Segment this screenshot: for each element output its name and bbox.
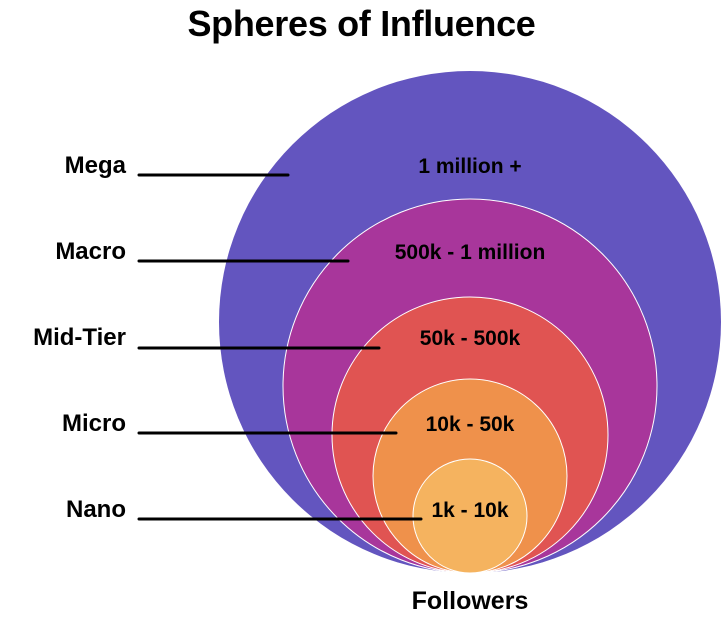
range-label-mega: 1 million + (418, 155, 522, 178)
axis-label-followers: Followers (411, 587, 529, 615)
chart-title: Spheres of Influence (187, 3, 536, 44)
circle-nano (412, 458, 528, 574)
range-label-mid-tier: 50k - 500k (419, 327, 521, 350)
tier-label-nano: Nano (66, 496, 126, 523)
tier-label-macro: Macro (55, 238, 126, 265)
range-label-nano: 1k - 10k (431, 499, 509, 522)
tier-label-micro: Micro (61, 410, 126, 437)
range-label-macro: 500k - 1 million (394, 241, 546, 264)
tier-label-mega: Mega (64, 152, 126, 179)
tier-label-mid-tier: Mid-Tier (33, 324, 126, 351)
range-label-micro: 10k - 50k (425, 413, 515, 436)
